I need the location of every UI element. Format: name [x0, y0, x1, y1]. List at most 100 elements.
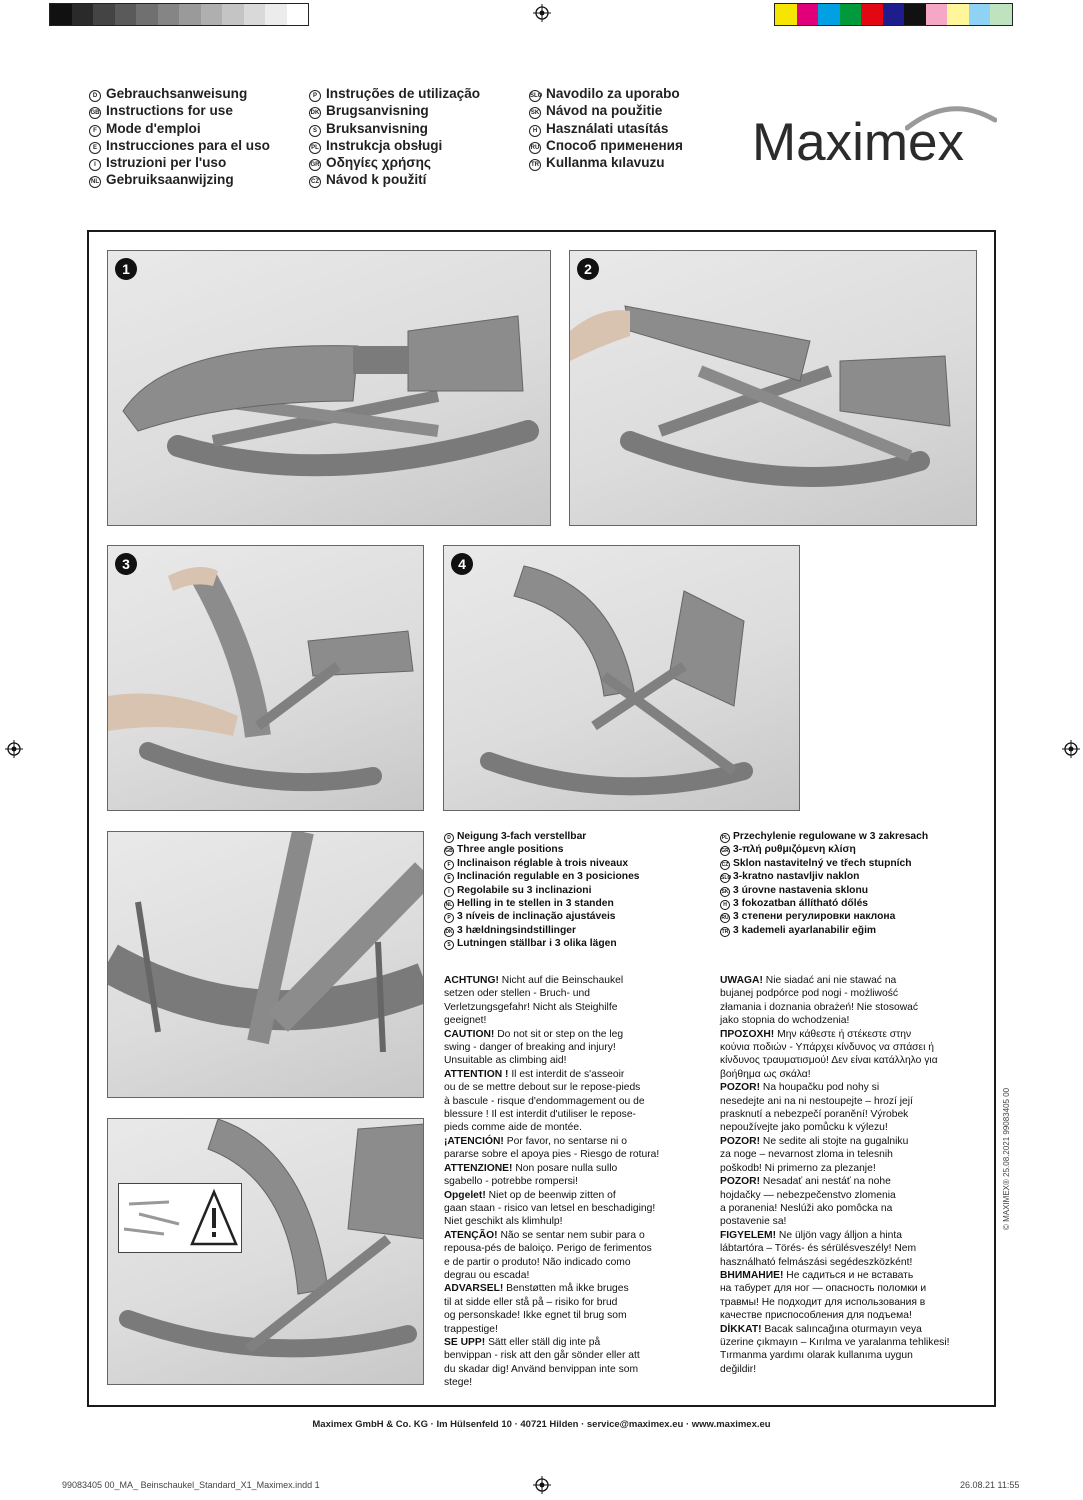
step-number-badge: 4 [451, 553, 473, 575]
language-code-icon: H [720, 900, 730, 911]
warning-line: κούνια ποδιών - Υπάρχει κίνδυνος να σπάσ… [720, 1042, 934, 1054]
language-code-icon: TR [720, 926, 730, 937]
warning-line: geeignet! [444, 1015, 487, 1027]
color-swatch [968, 4, 990, 25]
color-swatch [93, 4, 115, 25]
warning-line: ou de se mettre debout sur le repose-pie… [444, 1082, 641, 1094]
color-swatch [286, 4, 308, 25]
warning-line: ACHTUNG! Nicht auf die Beinschaukel [444, 975, 624, 986]
warning-line: ATTENZIONE! Non posare nulla sullo [444, 1162, 618, 1174]
warning-line: stege! [444, 1377, 473, 1389]
language-label: Navodilo za uporabo [546, 86, 680, 101]
warning-line: Niet geschikt als klimhulp! [444, 1216, 563, 1228]
language-code-icon: D [89, 90, 101, 102]
warning-line: Verletzungsgefahr! Nicht als Steighilfe [444, 1001, 618, 1013]
language-label: Návod na použitie [546, 103, 663, 119]
angle-label: 3 kademeli ayarlanabilir eğim [733, 924, 877, 936]
language-code-icon: GB [89, 107, 101, 120]
warning-line: değildir! [720, 1363, 757, 1375]
language-code-icon: GR [720, 846, 730, 857]
language-code-icon: CZ [720, 859, 730, 870]
language-code-icon: P [309, 90, 321, 102]
warning-line: du skadar dig! Använd benvippan inte som [444, 1363, 639, 1375]
language-code-icon: S [444, 940, 454, 951]
language-label: Návod k použití [326, 172, 427, 188]
language-label: Способ применения [546, 137, 683, 153]
warning-line: jako stopnia do wchodzenia! [720, 1015, 850, 1027]
warning-line: на табурет для ног — опасность поломки и [720, 1283, 927, 1295]
warning-line: nepoužívejte jako pomůcku k výlezu! [720, 1122, 888, 1134]
angle-label: Regolabile su 3 inclinazioni [457, 884, 592, 896]
warning-pictogram [118, 1183, 242, 1253]
warning-line: κίνδυνος τραυματισμού! Δεν είναι κατάλλη… [720, 1055, 938, 1067]
warning-line: trappestige! [444, 1323, 498, 1335]
language-code-icon: SK [720, 886, 730, 897]
angle-label: Three angle positions [457, 844, 564, 856]
language-label: Instrucciones para el uso [106, 137, 270, 153]
language-code-icon: F [444, 859, 454, 870]
language-label: Gebruiksaanwijzing [106, 172, 234, 188]
angle-label: Lutningen ställbar i 3 olika lägen [457, 938, 617, 950]
cmyk-color-bar [774, 3, 1013, 26]
registration-mark-icon [5, 740, 23, 758]
grayscale-color-bar [49, 3, 309, 26]
registration-mark-icon [1062, 740, 1080, 758]
warning-line: ΠΡΟΣΟΧΗ! Μην κάθεστε ή στέκεστε στην [720, 1028, 912, 1040]
color-swatch [839, 4, 861, 25]
warning-line: üzerine çıkmayın – Kırılma ve yaralanma … [720, 1336, 950, 1348]
warning-line: gaan staan - risico van letsel en bescha… [444, 1202, 656, 1214]
warning-line: pararse sobre el apoya pies - Riesgo de … [444, 1149, 660, 1161]
warning-line: à bascule - risque d'endommagement ou de [444, 1095, 645, 1107]
language-label: Gebrauchsanweisung [106, 86, 248, 101]
color-swatch [179, 4, 201, 25]
file-slug: 99083405 00_MA_ Beinschaukel_Standard_X1… [62, 1480, 320, 1490]
color-swatch [818, 4, 840, 25]
warning-line: poškodb! Ni primerno za plezanje! [720, 1162, 876, 1174]
step-3-photo: 3 [107, 545, 424, 811]
warning-line: postavenie sa! [720, 1216, 787, 1228]
warning-line: Opgelet! Niet op de beenwip zitten of [444, 1189, 616, 1201]
warning-line: POZOR! Na houpačku pod nohy si [720, 1082, 880, 1094]
warning-line: használható felmászási segédeszközként! [720, 1256, 913, 1268]
warning-line: swing - danger of breaking and injury! [444, 1042, 616, 1054]
warning-line: Unsuitable as climbing aid! [444, 1055, 567, 1067]
language-code-icon: NL [444, 900, 454, 911]
warning-line: ВНИМАНИЕ! Не садиться и не вставать [720, 1269, 914, 1281]
language-label: Instruções de utilização [326, 86, 481, 101]
warning-line: FIGYELEM! Ne üljön vagy álljon a hinta [720, 1229, 902, 1241]
color-swatch [904, 4, 926, 25]
color-swatch [50, 4, 72, 25]
step-number-badge: 2 [577, 258, 599, 280]
registration-mark-icon [533, 4, 551, 22]
warning-line: hojdačky — nebezpečenstvo zlomenia [720, 1189, 896, 1201]
warning-line: ADVARSEL! Benstøtten må ikke bruges [444, 1283, 629, 1295]
language-code-icon: TR [529, 159, 541, 172]
language-label: Kullanma kılavuzu [546, 155, 665, 171]
logo-swoosh-icon [905, 106, 997, 131]
angle-label: 3 fokozatban állítható dőlés [733, 898, 869, 910]
warning-line: UWAGA! Nie siadać ani nie stawać na [720, 975, 897, 986]
language-code-icon: CZ [309, 176, 321, 189]
language-code-icon: I [444, 886, 454, 897]
color-swatch [861, 4, 883, 25]
instruction-frame [87, 230, 996, 1407]
step-number-badge: 3 [115, 553, 137, 575]
warning-line: setzen oder stellen - Bruch- und [444, 988, 590, 1000]
